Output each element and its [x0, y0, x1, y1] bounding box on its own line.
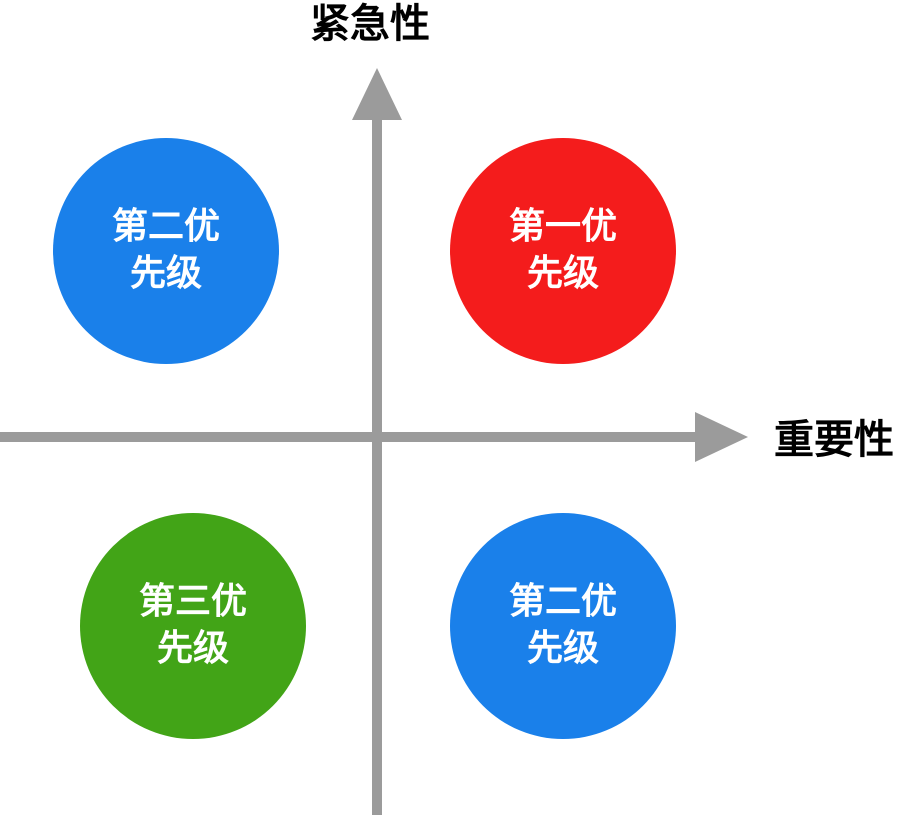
- priority-label-line2: 先级: [156, 628, 229, 669]
- vertical-axis-arrowhead: [352, 68, 402, 120]
- priority-label-line2: 先级: [526, 628, 599, 669]
- importance-axis-title: 重要性: [774, 417, 894, 463]
- priority-circle-top-right: 第一优 先级: [450, 138, 676, 364]
- priority-label-line1: 第三优: [138, 581, 247, 623]
- urgency-axis-title: 紧急性: [310, 1, 430, 47]
- priority-circle-top-left: 第二优 先级: [53, 138, 279, 364]
- priority-label-line1: 第二优: [111, 206, 220, 248]
- horizontal-axis-arrowhead: [695, 412, 748, 462]
- priority-label-line2: 先级: [526, 253, 599, 294]
- priority-label-line1: 第一优: [508, 206, 617, 248]
- priority-label-line2: 先级: [129, 253, 202, 294]
- priority-label-line1: 第二优: [508, 581, 617, 623]
- priority-circle-bottom-left: 第三优 先级: [80, 513, 306, 739]
- priority-circle-bottom-right: 第二优 先级: [450, 513, 676, 739]
